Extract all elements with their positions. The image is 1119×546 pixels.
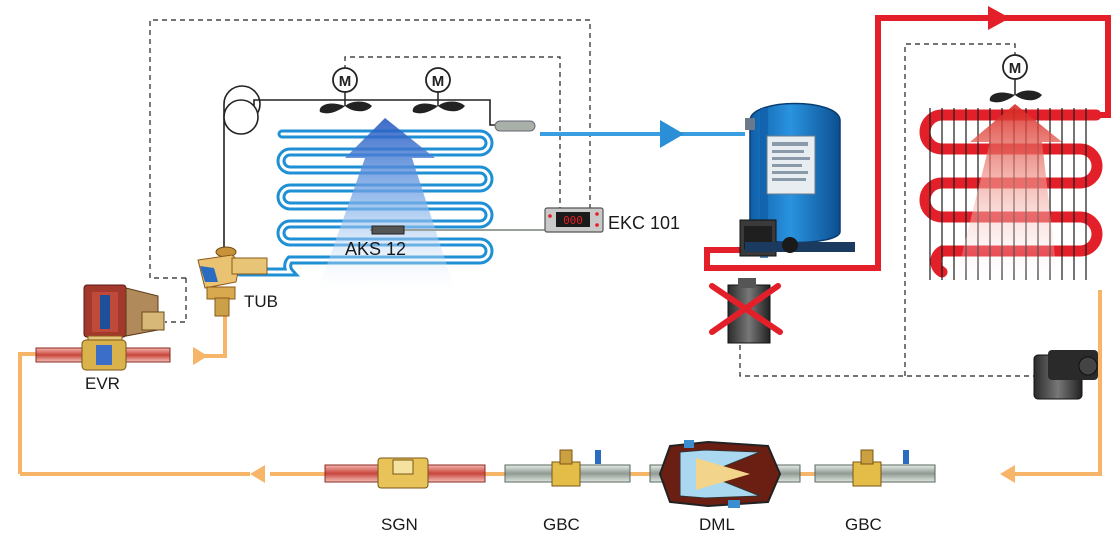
sight-glass-sgn [324, 457, 486, 489]
label-ekc: EKC 101 [608, 213, 681, 233]
filter-dryer-dml [649, 440, 801, 508]
thermostatic-bulb [223, 85, 536, 250]
label-gbc-left: GBC [543, 515, 580, 534]
liquid-line [18, 290, 1102, 476]
evaporator-fan-2: M [412, 67, 465, 114]
solenoid-valve-evr [35, 284, 171, 371]
evaporator-fan-1: M [319, 67, 372, 114]
pressure-switch [1033, 350, 1098, 400]
fan-motor-icon [332, 67, 358, 93]
red-cross-icon [709, 283, 783, 335]
aks-temperature-sensor [370, 225, 550, 235]
arrowhead-icon [193, 347, 208, 365]
condenser [919, 104, 1103, 282]
svg-text:M: M [432, 73, 445, 90]
ekc-controller: 000 [544, 207, 604, 233]
compressor [739, 102, 855, 258]
control-wiring [149, 19, 1040, 377]
arrowhead-icon [250, 465, 265, 483]
hot-airflow-arrow [955, 104, 1062, 282]
cold-airflow-arrow [318, 118, 455, 290]
label-dml: DML [699, 515, 735, 534]
discharge-line [704, 15, 1111, 271]
arrowhead-icon [660, 120, 684, 148]
ball-valve-gbc-left [504, 449, 631, 487]
label-sgn: SGN [381, 515, 418, 534]
suction-line [540, 120, 745, 148]
svg-text:000: 000 [563, 214, 583, 227]
disabled-component [709, 278, 783, 344]
expansion-valve-tub [197, 246, 268, 317]
label-evr: EVR [85, 374, 120, 393]
label-aks: AKS 12 [345, 239, 407, 259]
condenser-fan: M [989, 54, 1042, 103]
evaporator [235, 118, 494, 290]
arrowhead-icon [988, 6, 1010, 30]
label-gbc-right: GBC [845, 515, 882, 534]
svg-text:M: M [1009, 60, 1022, 77]
ball-valve-gbc-right [814, 449, 936, 487]
fan-motor-icon [425, 67, 451, 93]
arrowhead-icon [1000, 465, 1015, 483]
liquid-flow-arrows [193, 347, 1015, 483]
svg-text:M: M [339, 73, 352, 90]
fan-motor-icon [1002, 54, 1028, 80]
label-tub: TUB [244, 292, 278, 311]
